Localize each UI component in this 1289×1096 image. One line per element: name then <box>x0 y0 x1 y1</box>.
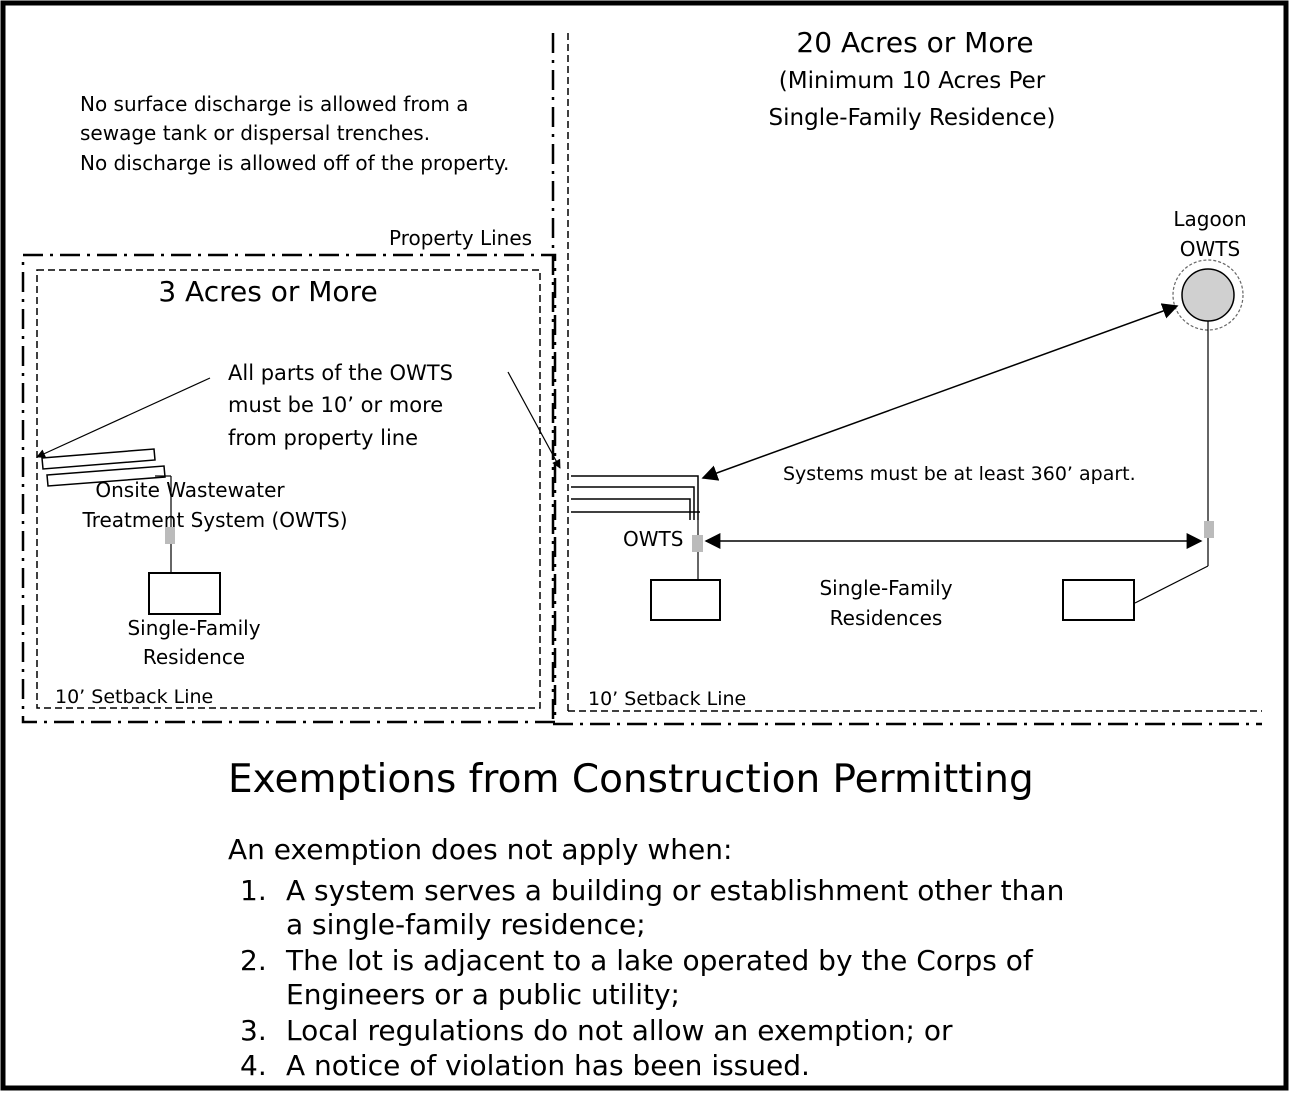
discharge-note-line3: No discharge is allowed off of the prope… <box>80 151 509 175</box>
lagoon-outer-ring <box>1172 259 1244 331</box>
right-owts-trenches <box>571 475 700 520</box>
right-lot-subtitle-line2: Single-Family Residence) <box>769 105 1056 131</box>
separation-arrow-diagonal <box>701 303 1179 481</box>
right-lot-title: 20 Acres or More <box>796 26 1033 59</box>
separation-note: Systems must be at least 360’ apart. <box>783 463 1136 485</box>
right-lot-subtitle-line1: (Minimum 10 Acres Per <box>779 68 1046 94</box>
right-residences-label-line2: Residences <box>830 606 943 630</box>
left-septic-tank <box>165 527 175 544</box>
item-4-line1: A notice of violation has been issued. <box>286 1049 810 1082</box>
discharge-note-line2: sewage tank or dispersal trenches. <box>80 121 430 145</box>
left-lot-title: 3 Acres or More <box>158 275 377 308</box>
item-4-num: 4. <box>240 1049 267 1082</box>
callout-line2: must be 10’ or more <box>228 393 443 417</box>
right-residence-1 <box>650 579 721 621</box>
right-residences-label-line1: Single-Family <box>819 576 952 600</box>
section-intro: An exemption does not apply when: <box>228 833 732 866</box>
left-setback-line <box>36 269 541 709</box>
section-heading: Exemptions from Construction Permitting <box>228 757 1034 802</box>
callout-arrow-right <box>507 371 561 469</box>
lagoon-to-residence-pipe <box>1134 565 1209 604</box>
left-residence <box>148 572 221 615</box>
callout-line3: from property line <box>228 426 418 450</box>
callout-line1: All parts of the OWTS <box>228 361 453 385</box>
item-2-line2: Engineers or a public utility; <box>286 978 680 1011</box>
item-2-num: 2. <box>240 944 267 977</box>
right-residence-2 <box>1062 579 1135 621</box>
item-1-line2: a single-family residence; <box>286 908 646 941</box>
right-septic-tank <box>692 535 703 552</box>
left-residence-label-line1: Single-Family <box>127 616 260 640</box>
lagoon-label-line2: OWTS <box>1180 237 1240 261</box>
left-setback-label: 10’ Setback Line <box>55 686 213 708</box>
left-owts-label-line1: Onsite Wastewater <box>95 478 285 502</box>
discharge-note-line1: No surface discharge is allowed from a <box>80 92 468 116</box>
lagoon-owts <box>1181 268 1235 322</box>
lagoon-tank <box>1204 521 1214 538</box>
item-1-num: 1. <box>240 874 267 907</box>
right-setback-label: 10’ Setback Line <box>588 688 746 710</box>
lagoon-label-line1: Lagoon <box>1173 207 1246 231</box>
property-lines-label: Property Lines <box>389 226 532 250</box>
left-trench-2 <box>46 465 166 487</box>
item-3-line1: Local regulations do not allow an exempt… <box>286 1014 953 1047</box>
item-2-line1: The lot is adjacent to a lake operated b… <box>285 944 1034 977</box>
left-trench-1 <box>41 448 156 470</box>
item-3-num: 3. <box>240 1014 267 1047</box>
callout-arrow-left <box>36 377 211 458</box>
item-1-line1: A system serves a building or establishm… <box>286 874 1064 907</box>
left-residence-label-line2: Residence <box>143 645 245 669</box>
left-property-line <box>21 253 557 724</box>
right-owts-label: OWTS <box>623 527 683 551</box>
left-owts-label-line2: Treatment System (OWTS) <box>81 508 347 532</box>
